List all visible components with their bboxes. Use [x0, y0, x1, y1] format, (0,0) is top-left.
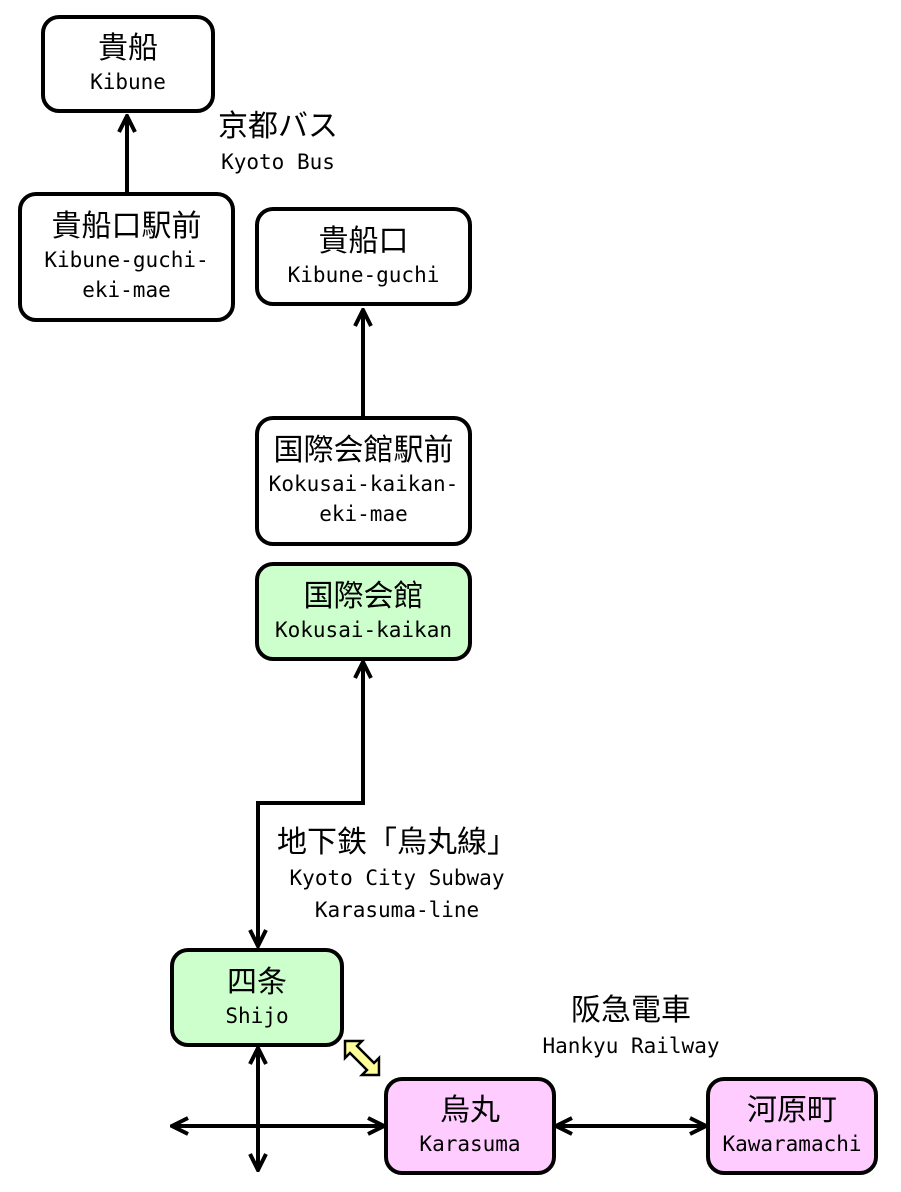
line-label-kyoto-bus: 京都バス Kyoto Bus: [196, 108, 360, 178]
line-name-en: Hankyu Railway: [542, 1034, 720, 1058]
station-name-ja: 河原町: [747, 1093, 837, 1128]
station-name-ja: 貴船口駅前: [51, 209, 202, 244]
station-name-ja: 貴船: [98, 31, 158, 66]
line-name-ja: 京都バス: [218, 109, 338, 144]
station-name-en: Kibune: [90, 70, 166, 94]
line-name-ja: 阪急電車: [571, 993, 691, 1028]
station-kokusai-kaikan: 国際会館 Kokusai-kaikan: [255, 562, 472, 661]
station-name-en: Kokusai-kaikan- eki-mae: [268, 472, 459, 526]
station-name-en: Kokusai-kaikan: [274, 617, 452, 642]
line-label-subway: 地下鉄「烏丸線」 Kyoto City Subway Karasuma-line: [262, 824, 532, 926]
station-name-en: Kibune-guchi- eki-mae: [44, 248, 209, 302]
station-shijo: 四条 Shijo: [170, 948, 344, 1047]
station-kokusai-kaikan-eki-mae: 国際会館駅前 Kokusai-kaikan- eki-mae: [255, 416, 472, 546]
line-name-en: Kyoto Bus: [221, 150, 335, 174]
station-kibune-guchi-eki-mae: 貴船口駅前 Kibune-guchi- eki-mae: [18, 192, 235, 322]
station-karasuma: 烏丸 Karasuma: [384, 1077, 556, 1175]
station-kawaramachi: 河原町 Kawaramachi: [706, 1077, 878, 1175]
station-kibune: 貴船 Kibune: [41, 15, 215, 113]
line-name-ja: 地下鉄「烏丸線」: [277, 825, 517, 860]
station-name-en: Kawaramachi: [722, 1132, 862, 1156]
station-name-en: Kibune-guchi: [287, 262, 440, 287]
station-kibune-guchi: 貴船口 Kibune-guchi: [255, 207, 472, 306]
line-name-en: Kyoto City Subway Karasuma-line: [289, 866, 505, 922]
station-name-ja: 国際会館: [303, 578, 424, 614]
station-name-en: Karasuma: [419, 1132, 521, 1156]
connector-subway: [258, 662, 363, 946]
station-name-en: Shijo: [225, 1003, 289, 1028]
station-name-ja: 烏丸: [440, 1093, 500, 1128]
transfer-arrow-icon: [343, 1039, 381, 1077]
station-name-ja: 四条: [227, 964, 287, 1000]
station-name-ja: 貴船口: [318, 223, 409, 259]
station-name-ja: 国際会館駅前: [273, 433, 454, 468]
line-label-hankyu: 阪急電車 Hankyu Railway: [531, 992, 731, 1062]
